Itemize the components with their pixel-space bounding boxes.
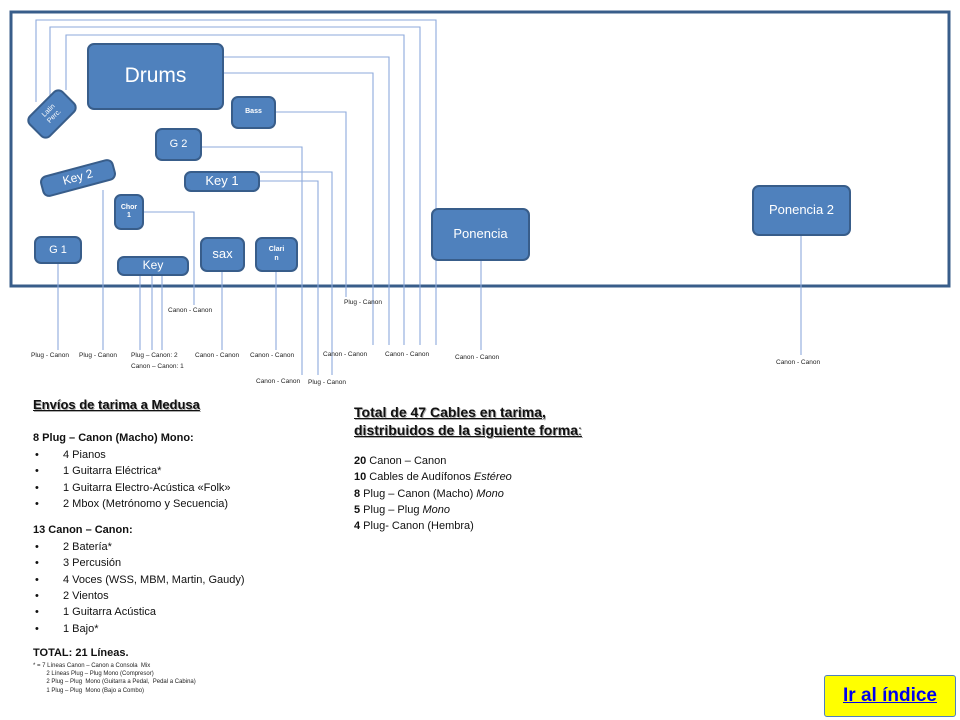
- cable-label-sax: Canon - Canon: [195, 352, 240, 359]
- wire-top-2: [49, 26, 421, 345]
- wire-g2: [202, 146, 303, 375]
- node-g2: G 2: [155, 128, 202, 161]
- list-item: 1 Bajo*: [33, 621, 333, 638]
- wire-key1-a: [260, 171, 333, 375]
- cables-total-title: Total de 47 Cables en tarima, distribuid…: [354, 404, 582, 438]
- list-item: 2 Batería*: [33, 539, 333, 556]
- cable-label-bass: Plug - Canon: [344, 299, 382, 306]
- cable-label-key1: Plug - Canon: [308, 379, 346, 386]
- note-line: 1 Plug – Plug Mono (Bajo a Combo): [33, 687, 145, 694]
- total-lines: TOTAL: 21 Líneas.: [33, 646, 129, 659]
- list-item: 1 Guitarra Eléctrica*: [33, 463, 333, 480]
- cable-label-ponencia: Canon - Canon: [455, 354, 500, 361]
- list-item: 3 Percusión: [33, 555, 333, 572]
- cable-label-chor1: Canon - Canon: [168, 307, 213, 314]
- cable-label-key-2: Canon – Canon: 1: [131, 363, 184, 370]
- stage-border: [9, 10, 951, 288]
- node-ponencia: Ponencia: [431, 208, 530, 261]
- right-text-block: Total de 47 Cables en tarima, distribuid…: [354, 403, 684, 534]
- cable-row: 10 Cables de Audífonos Estéreo: [354, 471, 512, 484]
- list-item: 4 Voces (WSS, MBM, Martin, Gaudy): [33, 572, 333, 589]
- list-item: 2 Vientos: [33, 588, 333, 605]
- node-clarin: Clari n: [255, 237, 298, 272]
- node-key: Key: [117, 256, 189, 276]
- cable-row: 8 Plug – Canon (Macho) Mono: [354, 487, 504, 500]
- cable-summary: 20 Canon – Canon 10 Cables de Audífonos …: [354, 453, 684, 534]
- cable-label-g1: Plug - Canon: [31, 352, 69, 359]
- group1-title: 8 Plug – Canon (Macho) Mono:: [33, 432, 194, 444]
- wire-bass: [276, 111, 347, 297]
- note-line: * = 7 Líneas Canon – Canon a Consola Mix: [33, 662, 151, 669]
- wire-drums-2: [224, 72, 374, 345]
- list-item: 1 Guitarra Electro-Acústica «Folk»: [33, 480, 333, 497]
- cable-row: 5 Plug – Plug Mono: [354, 503, 451, 516]
- cable-label-drums: Canon - Canon: [323, 351, 368, 358]
- cable-row: 20 Canon – Canon: [354, 455, 447, 467]
- node-ponencia2: Ponencia 2: [752, 185, 851, 236]
- node-g1: G 1: [34, 236, 82, 264]
- wire-chor1: [144, 211, 195, 305]
- list-item: 2 Mbox (Metrónomo y Secuencia): [33, 496, 333, 513]
- cable-row: 4 Plug- Canon (Hembra): [354, 520, 474, 533]
- note-line: 2 Líneas Plug – Plug Mono (Compresor): [33, 671, 154, 678]
- group2-list: 2 Batería* 3 Percusión 4 Voces (WSS, MBM…: [33, 539, 333, 637]
- cable-label-ponencia2: Canon - Canon: [776, 359, 821, 366]
- cable-label-g2: Canon - Canon: [256, 378, 301, 385]
- sends-title: Envíos de tarima a Medusa: [33, 397, 200, 412]
- left-text-block: Envíos de tarima a Medusa 8 Plug – Canon…: [33, 397, 333, 695]
- node-bass: Bass: [231, 96, 276, 129]
- list-item: 4 Pianos: [33, 447, 333, 464]
- wire-drums-1: [224, 56, 390, 345]
- cable-label-top: Canon - Canon: [385, 351, 430, 358]
- node-key1: Key 1: [184, 171, 260, 192]
- wire-key1-b: [260, 180, 319, 375]
- group1-list: 4 Pianos 1 Guitarra Eléctrica* 1 Guitarr…: [33, 447, 333, 512]
- node-drums: Drums: [87, 43, 224, 110]
- wire-latin-perc: [35, 19, 437, 345]
- node-sax: sax: [200, 237, 245, 272]
- cable-label-key-1: Plug – Canon: 2: [131, 352, 178, 359]
- wire-top-3: [65, 34, 405, 345]
- cable-label-clarin: Canon - Canon: [250, 352, 295, 359]
- cable-label-key2: Plug - Canon: [79, 352, 117, 359]
- group2-title: 13 Canon – Canon:: [33, 524, 133, 537]
- node-chor1: Chor 1: [114, 194, 144, 230]
- list-item: 1 Guitarra Acústica: [33, 604, 333, 621]
- go-to-index-link[interactable]: Ir al índice: [824, 675, 956, 717]
- note-line: 2 Plug – Plug Mono (Guitarra a Pedal, Pe…: [33, 679, 196, 686]
